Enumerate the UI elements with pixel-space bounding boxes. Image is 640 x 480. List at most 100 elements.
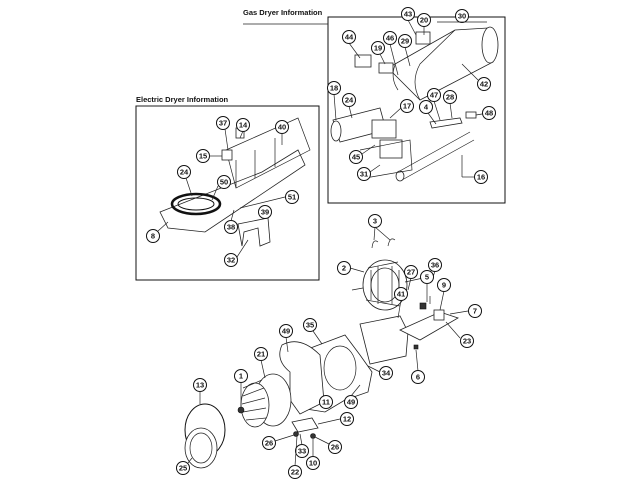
svg-text:33: 33	[298, 447, 306, 456]
callout-37: 37	[216, 116, 230, 130]
callout-38: 38	[224, 220, 238, 234]
callout-40: 40	[275, 120, 289, 134]
svg-text:42: 42	[480, 80, 488, 89]
callout-24-gas: 24	[342, 93, 356, 107]
callout-46: 46	[383, 31, 397, 45]
svg-text:34: 34	[382, 369, 391, 378]
svg-text:49: 49	[282, 327, 290, 336]
blower-wheel	[240, 373, 292, 428]
gas-dryer-panel: Gas Dryer Information 43 20	[243, 7, 506, 204]
callout-51: 51	[285, 190, 299, 204]
svg-text:25: 25	[179, 464, 187, 473]
svg-text:46: 46	[386, 34, 394, 43]
callout-41: 41	[394, 287, 408, 301]
callout-1: 1	[234, 369, 248, 383]
callout-2: 2	[337, 261, 351, 275]
callout-35: 35	[303, 318, 317, 332]
svg-text:3: 3	[373, 217, 377, 226]
svg-text:21: 21	[257, 350, 265, 359]
callout-24-electric: 24	[177, 165, 191, 179]
svg-text:13: 13	[196, 381, 204, 390]
clamp-plate	[291, 417, 319, 433]
svg-text:24: 24	[345, 96, 354, 105]
heater-assembly	[159, 117, 311, 247]
svg-text:15: 15	[199, 152, 207, 161]
motor-mount	[359, 315, 409, 365]
screw-right	[310, 433, 316, 439]
callout-15: 15	[196, 149, 210, 163]
svg-text:31: 31	[360, 170, 368, 179]
svg-text:36: 36	[431, 261, 439, 270]
svg-text:39: 39	[261, 208, 269, 217]
callout-32: 32	[224, 253, 238, 267]
callout-23: 23	[460, 334, 474, 348]
callout-47: 47	[427, 88, 441, 102]
svg-text:22: 22	[291, 468, 299, 477]
callout-18: 18	[327, 81, 341, 95]
svg-text:7: 7	[473, 307, 477, 316]
svg-text:41: 41	[397, 290, 405, 299]
blower-cutout	[323, 345, 357, 391]
svg-text:50: 50	[220, 178, 228, 187]
callout-44: 44	[342, 30, 356, 44]
svg-text:43: 43	[404, 10, 412, 19]
svg-text:28: 28	[446, 93, 454, 102]
callout-34: 34	[379, 366, 393, 380]
callout-49-bottom: 49	[344, 395, 358, 409]
callout-49-top: 49	[279, 324, 293, 338]
svg-text:32: 32	[227, 256, 235, 265]
callout-26-left: 26	[262, 436, 276, 450]
svg-text:2: 2	[342, 264, 346, 273]
screw-left	[293, 431, 299, 437]
motor-blower-assembly	[184, 238, 459, 469]
svg-text:45: 45	[352, 153, 360, 162]
burner-housing	[354, 26, 499, 101]
callout-13: 13	[193, 378, 207, 392]
callout-36: 36	[428, 258, 442, 272]
callout-7: 7	[468, 304, 482, 318]
svg-text:1: 1	[239, 372, 243, 381]
callout-6: 6	[411, 370, 425, 384]
callout-12: 12	[340, 412, 354, 426]
callout-45: 45	[349, 150, 363, 164]
svg-text:48: 48	[485, 109, 493, 118]
gas-panel-frame	[327, 16, 506, 204]
callout-9: 9	[437, 278, 451, 292]
svg-text:26: 26	[265, 439, 273, 448]
svg-text:35: 35	[306, 321, 314, 330]
svg-text:4: 4	[424, 103, 429, 112]
svg-text:38: 38	[227, 223, 235, 232]
svg-text:8: 8	[151, 232, 155, 241]
callout-31: 31	[357, 167, 371, 181]
idler-pulley	[433, 309, 445, 321]
clip-6	[413, 344, 419, 350]
callout-30: 30	[455, 9, 469, 23]
callout-14: 14	[236, 118, 250, 132]
svg-text:9: 9	[442, 281, 446, 290]
svg-text:37: 37	[219, 119, 227, 128]
callout-11: 11	[319, 395, 333, 409]
svg-text:40: 40	[278, 123, 286, 132]
callout-50: 50	[217, 175, 231, 189]
clip-9	[419, 302, 427, 310]
callout-10: 10	[306, 456, 320, 470]
svg-text:18: 18	[330, 84, 338, 93]
motor	[351, 238, 433, 311]
svg-text:30: 30	[458, 12, 466, 21]
washer-1	[237, 406, 245, 414]
svg-text:20: 20	[420, 16, 428, 25]
svg-text:26: 26	[331, 443, 339, 452]
callout-25: 25	[176, 461, 190, 475]
svg-text:14: 14	[239, 121, 248, 130]
svg-text:24: 24	[180, 168, 189, 177]
callout-48: 48	[482, 106, 496, 120]
callout-8: 8	[146, 229, 160, 243]
gas-panel-title: Gas Dryer Information	[243, 8, 323, 17]
callout-20: 20	[417, 13, 431, 27]
callout-3: 3	[368, 214, 382, 228]
callout-5: 5	[420, 270, 434, 284]
callout-16: 16	[474, 170, 488, 184]
svg-text:12: 12	[343, 415, 351, 424]
svg-text:19: 19	[374, 44, 382, 53]
svg-text:44: 44	[345, 33, 354, 42]
